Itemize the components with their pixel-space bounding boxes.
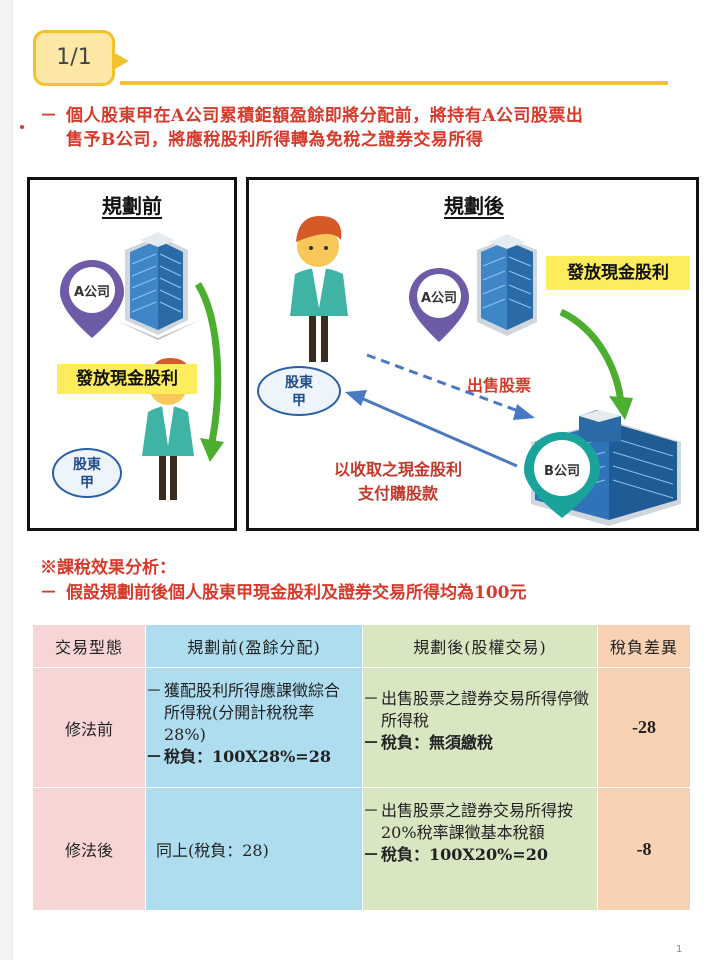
dividend-label: 發放現金股利 bbox=[57, 364, 197, 394]
holder-bubble: 股東甲 bbox=[257, 366, 341, 416]
payment-line-2: 支付購股款 bbox=[357, 484, 438, 503]
row-1-after-item: －出售股票之證券交易所得停徵所得稅 bbox=[363, 688, 589, 732]
curved-arrow-icon bbox=[559, 308, 633, 420]
table-header-before: 規劃前(盈餘分配) bbox=[146, 625, 362, 667]
row-1-type: 修法前 bbox=[33, 668, 145, 787]
row-1-before-tax: 稅負：100X28%=28 bbox=[164, 747, 331, 766]
row-1-before-item: －獲配股利所得應課徵綜合所得稅(分開計稅稅率28%) bbox=[146, 680, 352, 746]
company-a-label: A公司 bbox=[73, 285, 111, 300]
margin-dot bbox=[20, 125, 24, 129]
location-pin-icon bbox=[409, 268, 469, 342]
row-2-after: －出售股票之證券交易所得按20%稅率課徵基本稅額 －稅負：100X20%=20 bbox=[363, 788, 597, 910]
header-rule bbox=[120, 81, 668, 85]
row-1-after: －出售股票之證券交易所得停徵所得稅 －稅負：無須繳稅 bbox=[363, 668, 597, 787]
table-header-after: 規劃後(股權交易) bbox=[363, 625, 597, 667]
bullet-mark: － bbox=[363, 845, 380, 864]
bullet-mark: － bbox=[146, 747, 163, 766]
bullet-mark: － bbox=[363, 689, 380, 708]
diagram-before-panel: 規劃前 bbox=[27, 177, 237, 531]
tax-comparison-table: 交易型態 規劃前(盈餘分配) 規劃後(股權交易) 稅負差異 修法前 －獲配股利所… bbox=[33, 625, 690, 910]
row-2-after-tax: 稅負：100X20%=20 bbox=[381, 845, 548, 864]
row-2-after-item: －出售股票之證券交易所得按20%稅率課徵基本稅額 bbox=[363, 800, 589, 844]
diagram-after-title: 規劃後 bbox=[444, 194, 504, 218]
location-pin-icon bbox=[60, 260, 124, 338]
analysis-heading: ※課稅效果分析： bbox=[40, 558, 176, 578]
analysis-assumption: － 假設規劃前後個人股東甲現金股利及證券交易所得均為100元 bbox=[40, 578, 527, 603]
company-b-label: B公司 bbox=[544, 464, 580, 479]
diagram-after-art bbox=[290, 216, 681, 526]
row-1-diff: -28 bbox=[598, 668, 690, 787]
row-1-after-tax: 稅負：無須繳稅 bbox=[381, 733, 494, 752]
straight-arrow-icon bbox=[366, 353, 535, 420]
company-a-label: A公司 bbox=[420, 291, 458, 306]
location-pin-icon bbox=[524, 432, 600, 518]
row-1-before-tax-item: －稅負：100X28%=28 bbox=[146, 746, 352, 768]
intro-text: － 個人股東甲在A公司累積鉅額盈餘即將分配前，將持有A公司股票出 售予B公司，將應… bbox=[40, 104, 700, 152]
page-edge bbox=[0, 0, 13, 960]
row-2-before: 同上(稅負：28) bbox=[146, 788, 362, 910]
table-header-diff: 稅負差異 bbox=[598, 625, 690, 667]
row-2-type: 修法後 bbox=[33, 788, 145, 910]
assumption-text: 假設規劃前後個人股東甲現金股利及證券交易所得均為100元 bbox=[66, 583, 527, 603]
bullet-mark: － bbox=[146, 681, 163, 700]
person-icon bbox=[290, 216, 348, 362]
sell-shares-label: 出售股票 bbox=[467, 376, 532, 395]
page-indicator: 1/1 bbox=[33, 30, 115, 86]
row-2-after-tax-item: －稅負：100X20%=20 bbox=[363, 844, 589, 866]
row-1-before-text: 獲配股利所得應課徵綜合所得稅(分開計稅稅率28%) bbox=[164, 681, 341, 744]
intro-line-2: 售予B公司，將應稅股利所得轉為免稅之證券交易所得 bbox=[66, 130, 484, 150]
row-2-diff: -8 bbox=[598, 788, 690, 910]
row-2-before-text: 同上(稅負：28) bbox=[156, 841, 269, 860]
row-1-after-text: 出售股票之證券交易所得停徵所得稅 bbox=[381, 689, 590, 730]
diagram-before-title: 規劃前 bbox=[102, 194, 162, 218]
bullet-mark: － bbox=[363, 801, 380, 820]
dividend-label: 發放現金股利 bbox=[546, 256, 690, 290]
table-header-type: 交易型態 bbox=[33, 625, 145, 667]
diagram-after-panel: 規劃後 bbox=[246, 177, 699, 531]
bullet-mark: － bbox=[363, 733, 380, 752]
row-1-before: －獲配股利所得應課徵綜合所得稅(分開計稅稅率28%) －稅負：100X28%=2… bbox=[146, 668, 362, 787]
intro-bullet: － bbox=[40, 106, 58, 126]
payment-label: 以收取之現金股利 支付購股款 bbox=[313, 458, 483, 506]
payment-line-1: 以收取之現金股利 bbox=[333, 460, 462, 479]
row-1-after-tax-item: －稅負：無須繳稅 bbox=[363, 732, 589, 754]
curved-arrow-icon bbox=[194, 282, 224, 462]
diagram-before-art bbox=[60, 232, 224, 500]
badge-pointer bbox=[113, 52, 129, 70]
office-building-icon bbox=[477, 234, 537, 336]
holder-bubble: 股東甲 bbox=[52, 448, 122, 498]
office-building-icon bbox=[115, 232, 200, 340]
straight-arrow-icon bbox=[345, 390, 518, 468]
assumption-bullet: － bbox=[40, 583, 57, 603]
row-2-after-text: 出售股票之證券交易所得按20%稅率課徵基本稅額 bbox=[381, 801, 574, 842]
intro-line-1: 個人股東甲在A公司累積鉅額盈餘即將分配前，將持有A公司股票出 bbox=[66, 106, 584, 126]
page-number: 1 bbox=[676, 944, 683, 955]
